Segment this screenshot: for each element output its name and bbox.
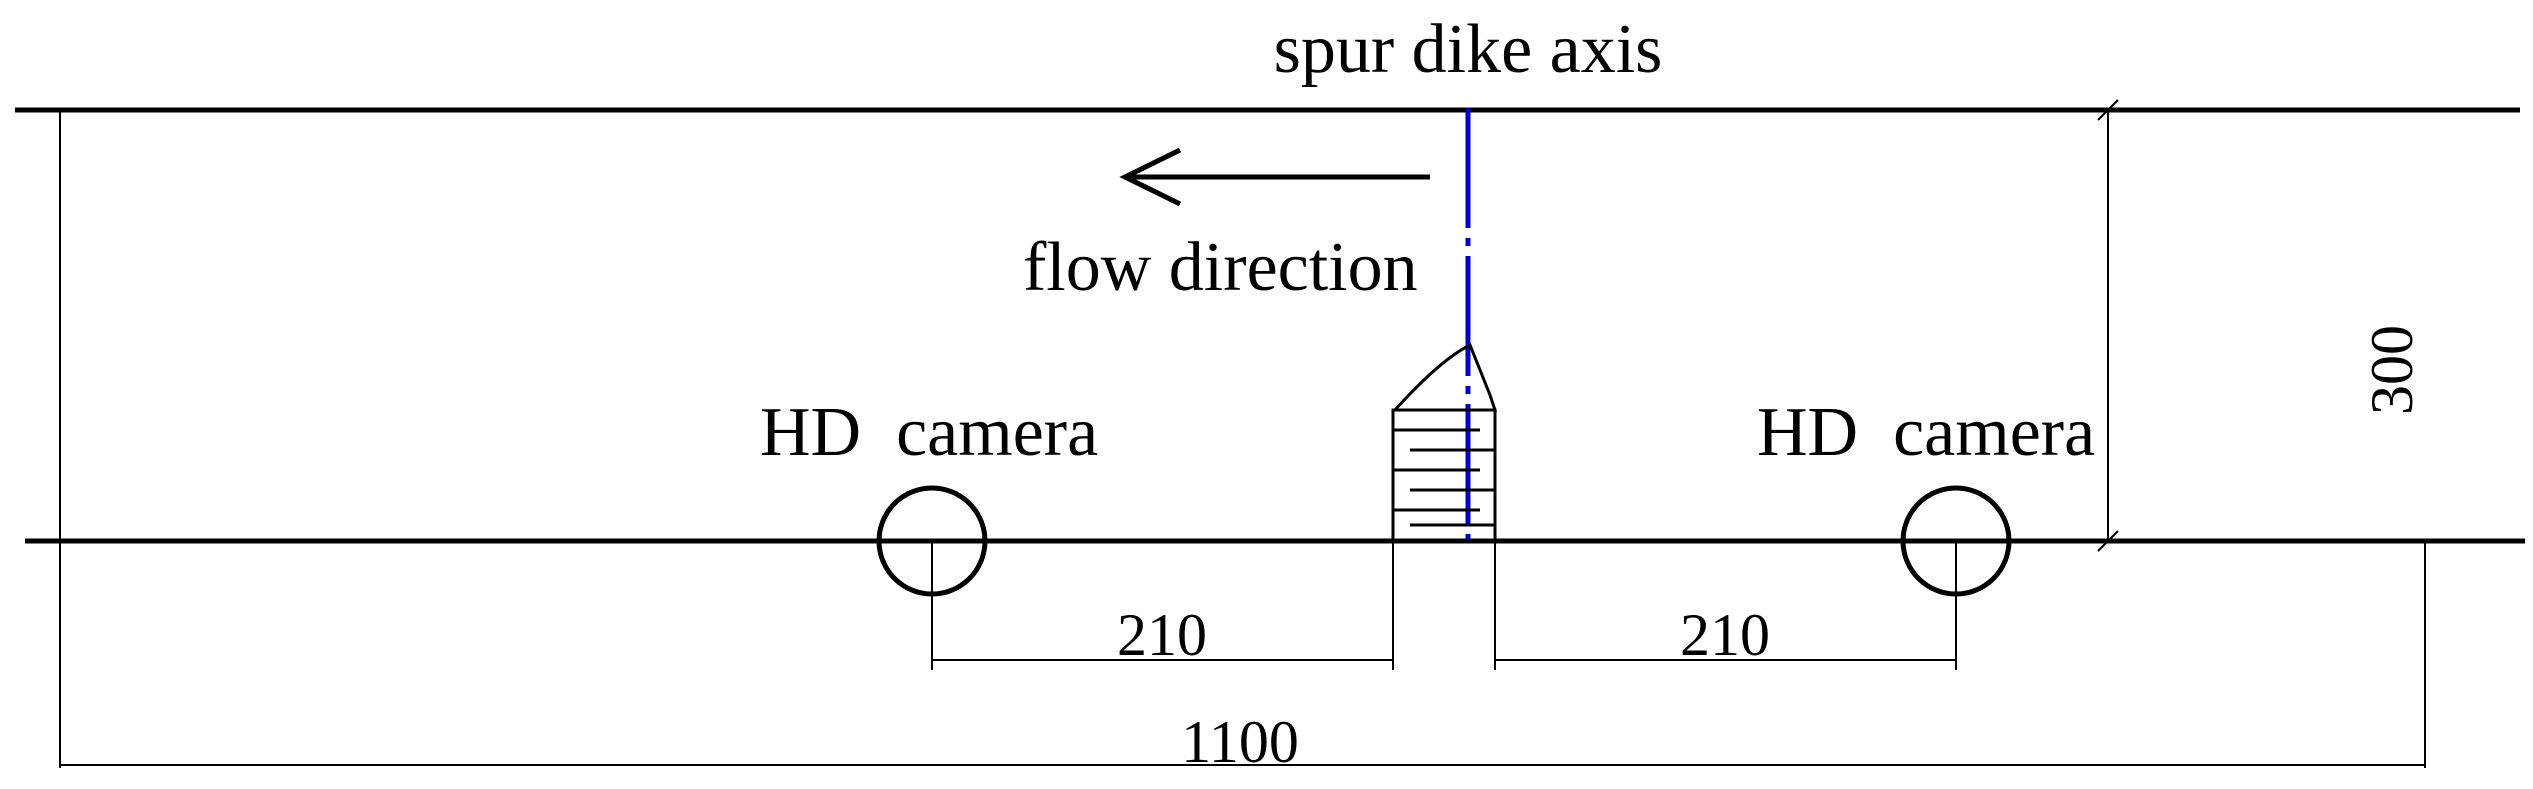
left-camera-label: HD camera bbox=[760, 394, 1098, 471]
left-gap-dimension-label: 210 bbox=[1117, 602, 1207, 668]
arrow-left-icon bbox=[1119, 147, 1182, 207]
spur-dike-head bbox=[1391, 342, 1498, 412]
right-gap-dimension-label: 210 bbox=[1680, 602, 1770, 668]
right-camera-label: HD camera bbox=[1757, 394, 2095, 471]
width-dimension-tick-top bbox=[2097, 99, 2119, 121]
spur-dike-axis-label: spur dike axis bbox=[1274, 11, 1663, 88]
width-dimension-label: 300 bbox=[2359, 325, 2425, 415]
width-dimension-tick-bottom bbox=[2097, 530, 2119, 552]
spur-dike-structure bbox=[1391, 342, 1498, 543]
total-length-dimension-label: 1100 bbox=[1181, 709, 1299, 775]
flow-direction-label: flow direction bbox=[1023, 229, 1418, 306]
spur-dike-body bbox=[1391, 408, 1497, 543]
